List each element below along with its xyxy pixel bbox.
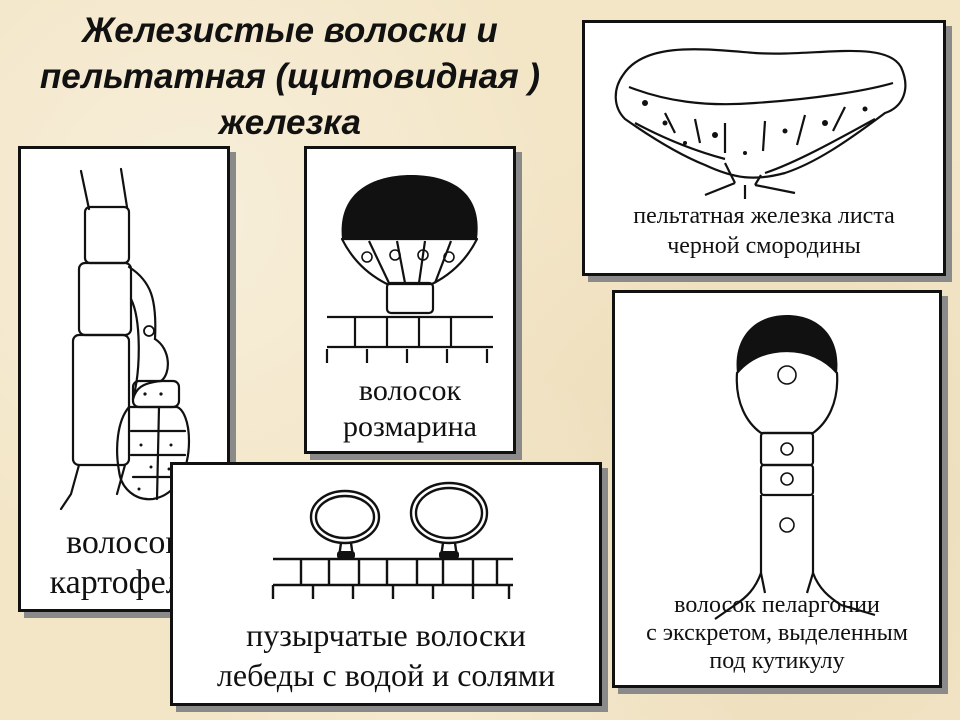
panel-rosemary-hair: волосок розмарина — [304, 146, 516, 454]
pelargonium-caption-line-3: под кутикулу — [709, 648, 845, 674]
potato-hair-drawing — [59, 167, 191, 511]
orache-caption-line-2: лебеды с водой и солями — [216, 657, 556, 693]
currant-caption-line-1: пельтатная железка листа — [633, 203, 895, 229]
pelargonium-caption: волосок пеларгонии с экскретом, выделенн… — [615, 591, 939, 675]
rosemary-hair-drawing — [325, 175, 493, 363]
pelargonium-caption-line-2: с экскретом, выделенным — [646, 620, 908, 646]
currant-gland-drawing — [614, 48, 907, 199]
potato-caption-line-1: волосок — [66, 524, 182, 561]
panel-pelargonium-hair: волосок пеларгонии с экскретом, выделенн… — [612, 290, 942, 688]
title-line-3: железка — [219, 103, 361, 142]
panel-orache-hairs: пузырчатые волоски лебеды с водой и соля… — [170, 462, 602, 706]
currant-caption-line-2: черной смородины — [667, 233, 861, 259]
orache-hairs-drawing — [271, 481, 513, 599]
pelargonium-hair-drawing — [714, 315, 876, 620]
rosemary-caption: волосок розмарина — [307, 373, 513, 445]
rosemary-caption-line-2: розмарина — [343, 410, 477, 443]
title-line-2: пельтатная (щитовидная ) — [39, 57, 541, 96]
rosemary-caption-line-1: волосок — [358, 374, 462, 407]
title-line-1: Железистые волоски и — [82, 11, 498, 50]
panel-currant-gland: пельтатная железка листа черной смородин… — [582, 20, 946, 276]
orache-caption: пузырчатые волоски лебеды с водой и соля… — [173, 615, 599, 695]
currant-caption: пельтатная железка листа черной смородин… — [585, 201, 943, 261]
slide-title: Железистые волоски и пельтатная (щитовид… — [30, 8, 550, 146]
pelargonium-caption-line-1: волосок пеларгонии — [674, 592, 880, 618]
orache-caption-line-1: пузырчатые волоски — [246, 617, 526, 653]
